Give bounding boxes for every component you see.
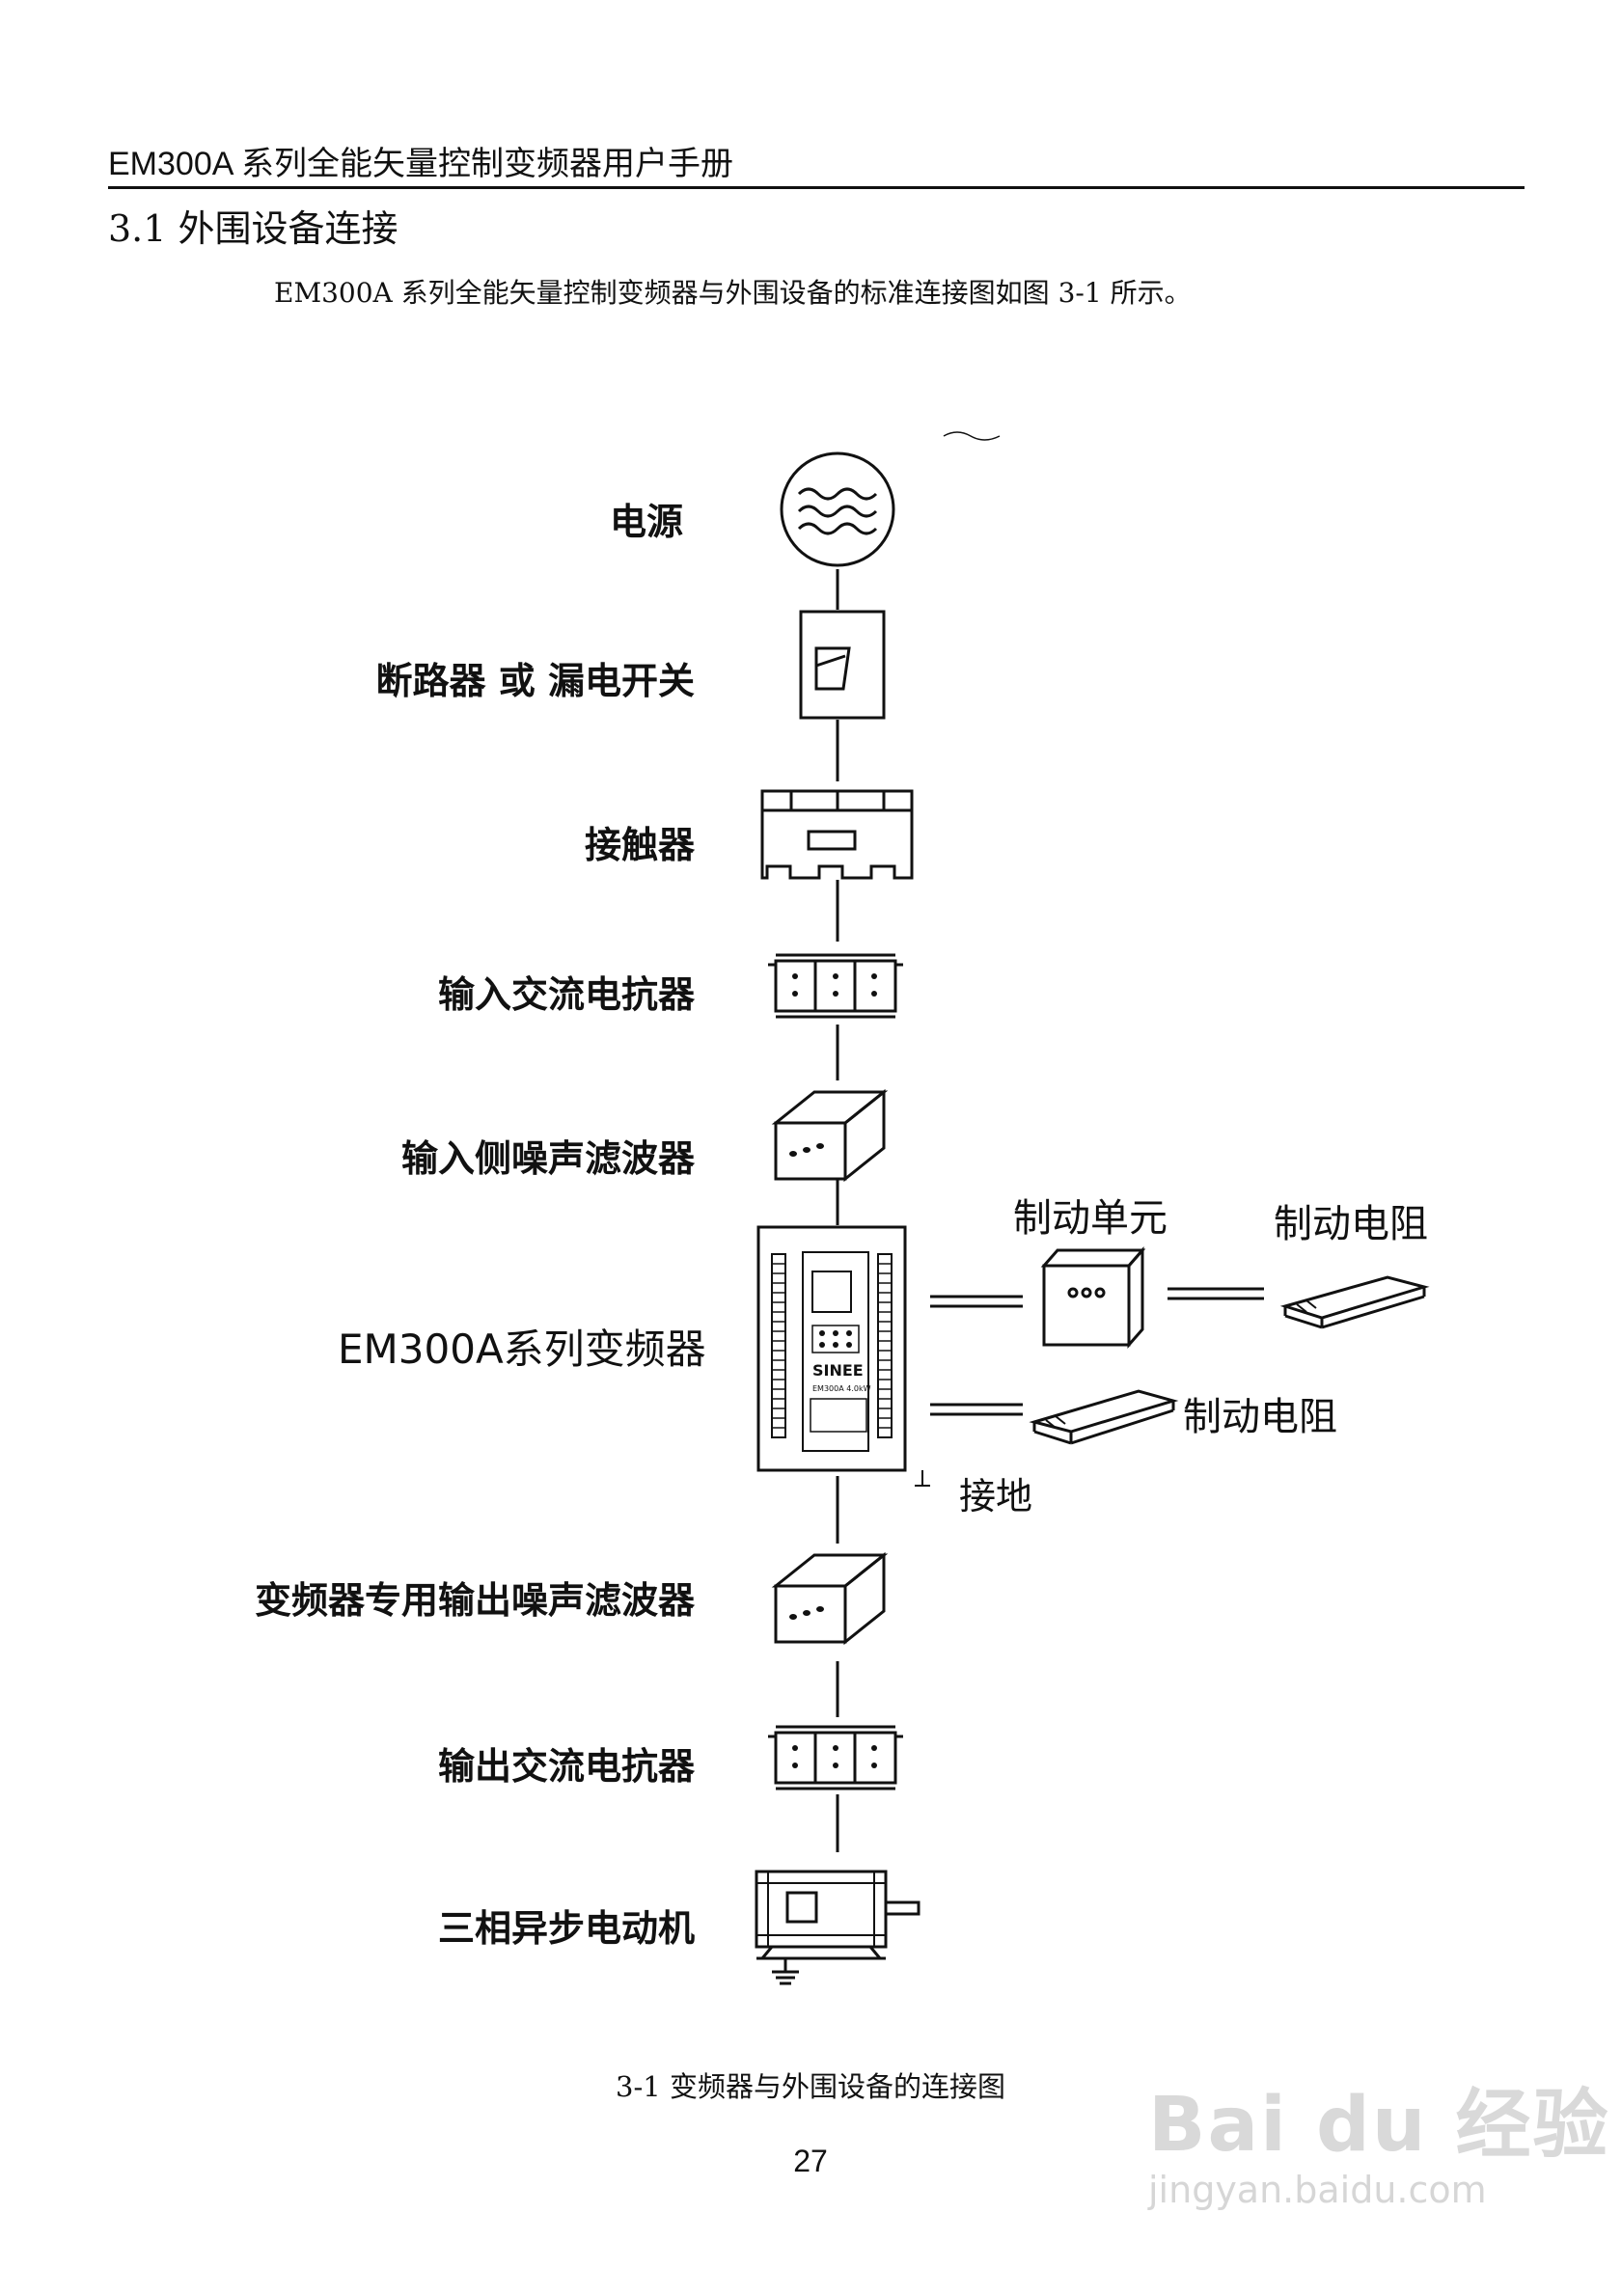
watermark-url: jingyan.baidu.com <box>1148 2169 1487 2211</box>
watermark-logo: Bai du 经验 <box>1148 2082 1610 2169</box>
label-input-filter: 输入侧噪声滤波器 <box>400 1137 695 1180</box>
output-filter-icon <box>771 1551 889 1646</box>
breaker-icon <box>799 610 886 720</box>
scribble-mark <box>943 431 1001 441</box>
header-divider <box>108 186 1525 189</box>
braking-unit-icon <box>1040 1246 1146 1349</box>
label-inverter: EM300A系列变频器 <box>338 1326 706 1373</box>
figure-caption: 3-1 变频器与外围设备的连接图 <box>616 2070 1005 2103</box>
input-filter-icon <box>771 1088 889 1183</box>
section-title: 3.1 外围设备连接 <box>108 207 398 250</box>
input-reactor-icon <box>768 953 903 1019</box>
label-motor: 三相异步电动机 <box>437 1907 695 1950</box>
intro-paragraph: EM300A 系列全能矢量控制变频器与外围设备的标准连接图如图 3-1 所示。 <box>274 277 1192 309</box>
page-number: 27 <box>793 2144 828 2178</box>
motor-icon <box>755 1870 920 1985</box>
header-title: EM300A 系列全能矢量控制变频器用户手册 <box>108 146 733 182</box>
label-brake-unit: 制动单元 <box>1013 1196 1168 1241</box>
inverter-model: EM300A 4.0kW <box>812 1384 871 1393</box>
label-breaker: 断路器 或 漏电开关 <box>375 660 695 702</box>
brake-resistor-direct-icon <box>1029 1389 1179 1445</box>
label-brake-resistor-direct: 制动电阻 <box>1183 1395 1337 1439</box>
label-contactor: 接触器 <box>584 824 695 866</box>
ac-power-icon <box>780 451 895 567</box>
label-ground: 接地 <box>959 1475 1033 1517</box>
label-input-reactor: 输入交流电抗器 <box>437 973 695 1016</box>
output-reactor-icon <box>768 1725 903 1790</box>
label-brake-resistor-top: 制动电阻 <box>1274 1202 1428 1246</box>
contactor-icon <box>760 789 914 880</box>
label-output-filter: 变频器专用输出噪声滤波器 <box>254 1579 695 1622</box>
inverter-brand: SINEE <box>812 1361 864 1380</box>
inverter-unit-icon <box>756 1225 930 1487</box>
label-output-reactor: 输出交流电抗器 <box>437 1745 695 1788</box>
label-power: 电源 <box>610 501 684 543</box>
brake-resistor-icon <box>1279 1275 1430 1329</box>
